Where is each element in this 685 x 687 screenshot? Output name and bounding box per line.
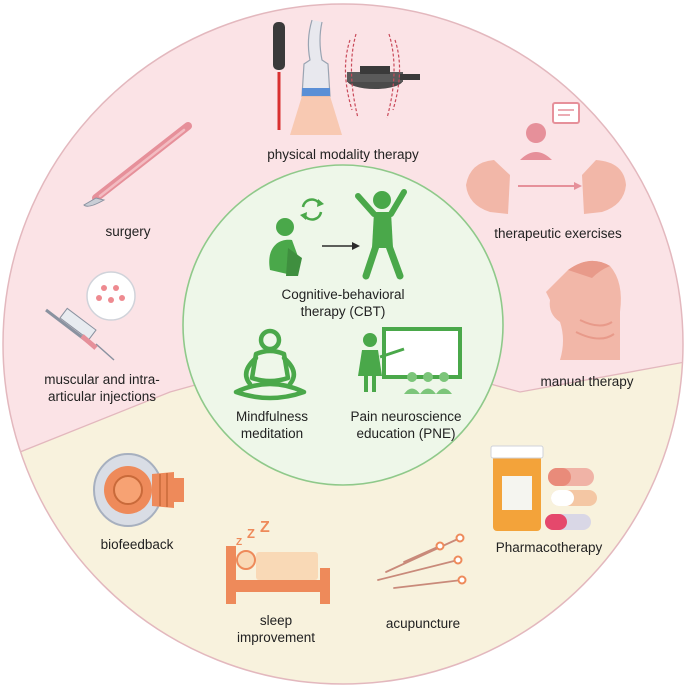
manual-therapy-label: manual therapy (540, 374, 633, 389)
sleep-label-line1: sleep (260, 613, 292, 628)
head-neck-icon (546, 260, 621, 360)
biofeedback-label: biofeedback (101, 537, 174, 552)
therapeutic-exercises-label: therapeutic exercises (494, 226, 622, 241)
bed-icon: Z Z Z (226, 519, 330, 604)
injections-label-line2: articular injections (48, 389, 156, 404)
meditation-icon (233, 328, 307, 401)
person-transform-icon (269, 189, 407, 280)
inner-circle (182, 164, 504, 486)
pne-label-line2: education (PNE) (356, 426, 455, 441)
biofeedback-device-icon (93, 453, 184, 527)
cbt-label-line1: Cognitive-behavioral (281, 287, 404, 302)
svg-text:Z: Z (260, 519, 270, 536)
mindfulness-label-line1: Mindfulness (236, 409, 308, 424)
surgery-label: surgery (105, 224, 150, 239)
mindfulness-label-line2: meditation (241, 426, 303, 441)
classroom-icon (358, 327, 462, 394)
pharmacotherapy-label: Pharmacotherapy (496, 540, 603, 555)
svg-text:Z: Z (236, 537, 242, 548)
svg-text:Z: Z (247, 526, 255, 541)
jaw-exercise-icon (466, 102, 626, 214)
acupuncture-label: acupuncture (386, 616, 460, 631)
injections-label-line1: muscular and intra- (44, 372, 160, 387)
cbt-label-line2: therapy (CBT) (301, 304, 386, 319)
needles-icon (377, 533, 467, 589)
physical-modality-label: physical modality therapy (267, 147, 419, 162)
pne-label-line1: Pain neuroscience (350, 409, 461, 424)
sleep-label-line2: improvement (237, 630, 315, 645)
pill-bottle-icon (490, 445, 597, 531)
modality-devices-icon (273, 19, 420, 135)
syringe-icon (45, 271, 136, 361)
scalpel-icon (83, 122, 192, 207)
outer-border (2, 3, 684, 685)
